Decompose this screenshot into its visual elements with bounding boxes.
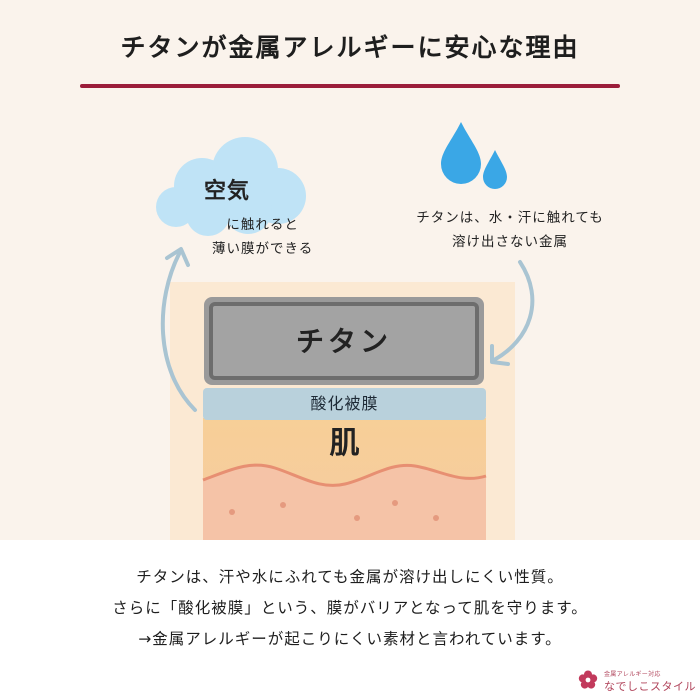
oxide-film-label: 酸化被膜 <box>310 394 379 413</box>
page-title: チタンが金属アレルギーに安心な理由 <box>120 33 580 62</box>
titanium-inner-face <box>209 302 479 380</box>
skin-wave-line <box>202 463 487 487</box>
explanation-line1: チタンは、汗や水にふれても金属が溶け出しにくい性質。 <box>136 568 564 586</box>
brand-tagline: 金属アレルギー対応 <box>604 671 661 678</box>
cloud-icon <box>156 137 306 236</box>
arrow-skin-to-cloud <box>160 247 197 412</box>
explanation-panel <box>0 540 700 700</box>
nadeshiko-flower-logo-icon <box>578 670 598 689</box>
water-description: チタンは、水・汗に触れても 溶け出さない金属 <box>380 206 640 254</box>
water-description-line2: 溶け出さない金属 <box>452 234 568 250</box>
diagram-graphics <box>156 122 535 540</box>
cloud-description-line2: 薄い膜ができる <box>212 241 314 257</box>
water-description-line1: チタンは、水・汗に触れても <box>416 210 604 226</box>
water-drop-small-icon <box>483 150 507 189</box>
explanation-text: チタンは、汗や水にふれても金属が溶け出しにくい性質。 さらに「酸化被膜」という、… <box>0 562 700 655</box>
cloud-description: に触れると 薄い膜ができる <box>212 213 313 261</box>
water-drop-large-icon <box>441 122 481 184</box>
title-underline <box>80 84 620 88</box>
skin-label: 肌 <box>329 426 360 461</box>
explanation-line2: さらに「酸化被膜」という、膜がバリアとなって肌を守ります。 <box>112 599 588 617</box>
cloud-description-line1: に触れると <box>226 217 299 233</box>
cloud-label: 空気 <box>204 179 251 204</box>
skin-pore-dots <box>229 500 439 521</box>
skin-inner-layer <box>203 465 486 540</box>
explanation-line3: →金属アレルギーが起こりにくい素材と言われています。 <box>138 630 562 648</box>
oxide-film-layer <box>203 388 486 420</box>
arrow-drops-to-titanium <box>490 260 535 366</box>
titanium-label: チタン <box>295 325 392 358</box>
brand-name: なでしこスタイル <box>604 680 696 693</box>
